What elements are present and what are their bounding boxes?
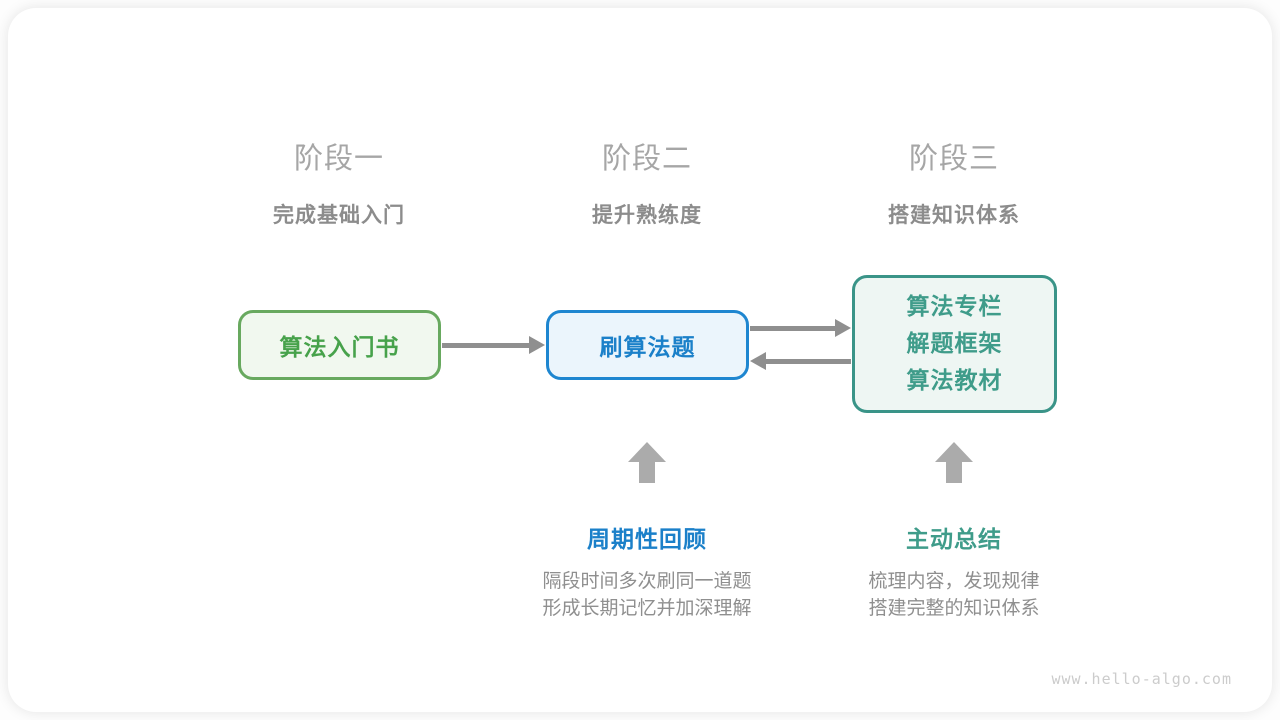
stage-1-subtitle: 完成基础入门 — [273, 203, 405, 227]
callout-periodic-review-desc-line-2: 形成长期记忆并加深理解 — [542, 597, 752, 619]
callout-active-summary-desc-line-2: 搭建完整的知识体系 — [868, 597, 1040, 619]
arrow-up-head — [628, 442, 666, 462]
node-knowledge-line-1: 算法专栏 — [906, 293, 1003, 320]
arrow-right-book-to-practice-icon — [442, 336, 545, 354]
arrow-up-head — [935, 442, 973, 462]
stage-3-number: 阶段三 — [908, 141, 999, 175]
stage-3-header: 阶段三 搭建知识体系 — [834, 135, 1074, 229]
callout-periodic-review-desc-line-1: 隔段时间多次刷同一道题 — [542, 570, 752, 592]
site-watermark: www.hello-algo.com — [1051, 670, 1232, 688]
stage-1-number: 阶段一 — [293, 141, 384, 175]
callout-periodic-review-title: 周期性回顾 — [587, 527, 707, 553]
arrow-tip — [750, 352, 766, 370]
node-knowledge-resources: 算法专栏 解题框架 算法教材 — [852, 275, 1057, 413]
arrow-tip — [529, 336, 545, 354]
arrow-up-stem — [639, 462, 655, 483]
stage-1-header: 阶段一 完成基础入门 — [219, 135, 459, 229]
arrow-up-stem — [946, 462, 962, 483]
stage-2-number: 阶段二 — [601, 141, 692, 175]
node-knowledge-line-2: 解题框架 — [906, 330, 1003, 357]
arrow-tip — [835, 319, 851, 337]
arrow-up-summarize-icon — [935, 442, 973, 483]
diagram-card: 阶段一 完成基础入门 阶段二 提升熟练度 阶段三 搭建知识体系 算法入门书 刷算… — [8, 8, 1272, 712]
node-practice-problems: 刷算法题 — [546, 310, 749, 380]
arrow-shaft — [750, 326, 837, 331]
callout-active-summary-desc-line-1: 梳理内容，发现规律 — [868, 570, 1040, 592]
arrow-up-review-icon — [628, 442, 666, 483]
arrow-right-practice-to-knowledge-icon — [750, 319, 851, 337]
node-algorithm-intro-book: 算法入门书 — [238, 310, 441, 380]
arrow-shaft — [442, 343, 531, 348]
stage-3-subtitle: 搭建知识体系 — [888, 203, 1020, 227]
arrow-shaft — [764, 359, 851, 364]
node-practice-problems-label: 刷算法题 — [599, 335, 696, 361]
stage-2-header: 阶段二 提升熟练度 — [527, 135, 767, 229]
arrow-left-knowledge-to-practice-icon — [750, 352, 851, 370]
stage-2-subtitle: 提升熟练度 — [592, 203, 702, 227]
node-knowledge-line-3: 算法教材 — [906, 367, 1003, 394]
callout-periodic-review-desc: 隔段时间多次刷同一道题 形成长期记忆并加深理解 — [477, 568, 817, 622]
callout-active-summary-desc: 梳理内容，发现规律 搭建完整的知识体系 — [784, 568, 1124, 622]
callout-active-summary-title: 主动总结 — [906, 527, 1002, 553]
node-algorithm-intro-book-label: 算法入门书 — [279, 335, 400, 361]
